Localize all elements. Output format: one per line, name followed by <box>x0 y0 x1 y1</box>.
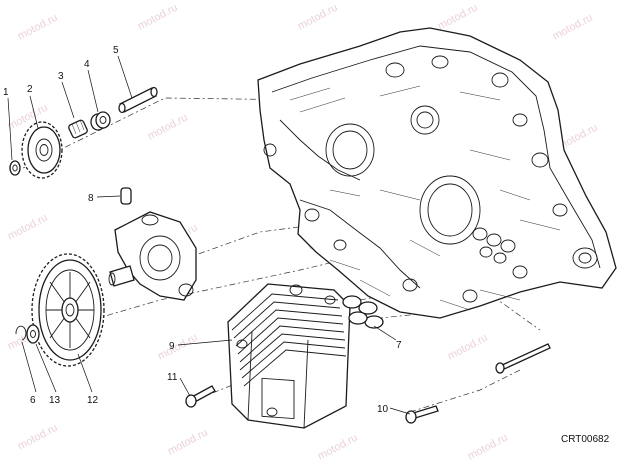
callout-label: 3 <box>58 71 64 82</box>
callout-label: 11 <box>167 372 178 383</box>
watermark-text: motod.ru <box>136 2 180 33</box>
small-washer-part <box>26 324 40 344</box>
circlip-part <box>15 325 27 341</box>
large-gear-part <box>31 253 105 367</box>
watermark-text: motod.ru <box>16 12 60 43</box>
crankcase <box>257 27 617 319</box>
watermark-text: motod.ru <box>436 2 480 33</box>
watermark-text: motod.ru <box>16 422 60 453</box>
callout-label: 13 <box>49 395 61 406</box>
callout-label: 8 <box>88 193 94 204</box>
watermark-text: motod.ru <box>316 432 360 463</box>
watermark-text: motod.ru <box>146 112 190 143</box>
watermark-text: motod.ru <box>166 427 210 458</box>
seals-part <box>342 295 384 329</box>
leader-lines <box>7 55 411 415</box>
watermark-text: motod.ru <box>466 432 510 463</box>
bushing-part <box>90 111 111 131</box>
screw-10-part <box>405 405 439 424</box>
callout-label: 4 <box>84 59 90 70</box>
long-bolt-part <box>495 343 551 374</box>
pin-part <box>120 187 132 205</box>
callout-labels: 1 2 3 4 5 6 7 8 9 10 11 12 13 <box>3 45 402 415</box>
callout-label: 9 <box>169 341 175 352</box>
drawing-code: CRT00682 <box>561 434 610 445</box>
callout-label: 10 <box>377 404 389 415</box>
needle-bearing-part <box>68 119 88 139</box>
callout-label: 12 <box>87 395 99 406</box>
callout-label: 1 <box>3 87 9 98</box>
oil-cooler-part <box>227 283 351 429</box>
watermark-text: motod.ru <box>156 332 200 363</box>
watermark-text: motod.ru <box>6 212 50 243</box>
callout-label: 5 <box>113 45 119 56</box>
pump-shaft-part <box>118 86 158 114</box>
watermark-text: motod.ru <box>296 2 340 33</box>
callout-label: 2 <box>27 84 33 95</box>
pump-drive-gear-part <box>21 121 63 179</box>
watermark-text: motod.ru <box>551 12 595 43</box>
pump-body <box>108 211 197 301</box>
callout-label: 7 <box>396 340 402 351</box>
callout-label: 6 <box>30 395 36 406</box>
screw-11-part <box>185 385 216 408</box>
washer-part <box>9 160 21 176</box>
watermark-text: motod.ru <box>446 332 490 363</box>
